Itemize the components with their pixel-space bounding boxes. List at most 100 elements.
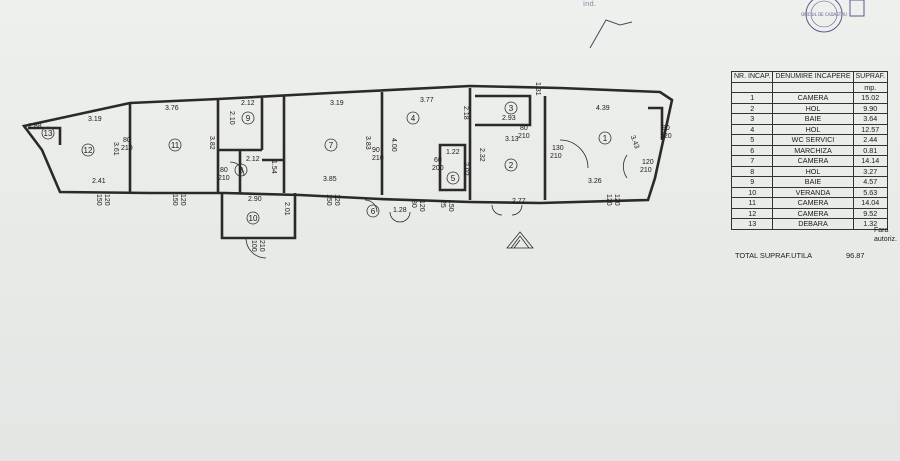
cell-no: 11 [730, 197, 774, 209]
door-arc-4 [245, 237, 267, 259]
win-120-f: 120 [613, 194, 620, 206]
room-number-11: 11 [171, 141, 180, 150]
cell-name: HOL [772, 165, 854, 177]
cell-no: 10 [730, 186, 774, 198]
dim-4-39: 4.39 [596, 105, 610, 112]
handwritten-mark [589, 19, 633, 49]
cell-name: BAIE [772, 113, 854, 125]
dim-2-32: 2.32 [478, 148, 485, 162]
room-number-13: 13 [44, 129, 53, 138]
win-150-a: 150 [95, 194, 102, 206]
cell-no: 12 [730, 207, 774, 219]
cell-no: 2 [730, 102, 774, 114]
cadastre-stamp: OFICIUL DE CADASTRU [801, 0, 865, 33]
stair [506, 231, 534, 249]
cell-name: MARCHIZA [772, 144, 854, 156]
table-unit-row: mp. [730, 81, 889, 93]
win-150-d: 150 [447, 200, 454, 212]
dim-3-83: 3.83 [364, 136, 371, 150]
door-120: 120 [642, 159, 654, 166]
door-210-b: 210 [218, 175, 230, 182]
cell-name: CAMERA [772, 92, 854, 104]
header-nr: NR. INCAP. [730, 71, 774, 83]
wall-3 [475, 94, 532, 127]
room-numbers: 1 2 3 4 5 6 7 8 9 10 11 12 13 [41, 101, 612, 225]
win-80: 80 [410, 200, 417, 208]
dim-1-31: 1.31 [534, 82, 541, 96]
door-210-g: 210 [258, 240, 265, 252]
cell-name: HOL [772, 123, 854, 135]
dim-2-93: 2.93 [502, 115, 516, 122]
cell-name: VERANDA [772, 186, 854, 198]
wall-13 [28, 126, 62, 145]
dim-2-01: 2.01 [283, 202, 290, 216]
dim-2-12a: 2.12 [241, 100, 255, 107]
win-150-c: 150 [325, 194, 332, 206]
table-header: NR. INCAP. DENUMIRE INCAPERE SUPRAF. [730, 71, 889, 83]
wall-9-7 [218, 98, 284, 193]
dim-1-54: 1.54 [270, 160, 277, 174]
window-bay [648, 106, 664, 140]
cell-no: 4 [730, 123, 774, 135]
dim-3-85: 3.85 [323, 176, 337, 183]
dim-2-90: 2.90 [248, 196, 262, 203]
dim-3-19a: 3.19 [88, 116, 102, 123]
room-number-5: 5 [451, 174, 456, 183]
cell-area: 3.27 [852, 165, 889, 177]
door-210-e: 210 [550, 153, 562, 160]
cell-name: BAIE [772, 176, 854, 188]
header-name: DENUMIRE INCAPERE [772, 71, 854, 83]
cell-name: CAMERA [772, 207, 854, 219]
door-210-c: 210 [372, 155, 384, 162]
cell-name: HOL [772, 102, 854, 114]
door-60: 60 [434, 157, 442, 164]
door-210-d: 210 [518, 133, 530, 140]
cell-area: 1.32 [852, 218, 889, 230]
door-80-c: 80 [520, 125, 528, 132]
cell-area: 2.44 [852, 134, 889, 146]
door-200: 200 [432, 165, 444, 172]
dim-2-02: 2.02 [462, 162, 469, 176]
cell-name: CAMERA [772, 155, 854, 167]
room-number-8: 8 [239, 166, 244, 175]
cell-no: 13 [730, 218, 774, 230]
room-number-6: 6 [371, 207, 376, 216]
room-number-3: 3 [509, 104, 514, 113]
handwritten-note: ind. [583, 0, 597, 8]
win-25: 25 [439, 200, 446, 208]
door-arc-3 [229, 161, 245, 177]
door-arc-6 [491, 204, 523, 216]
dim-4-00: 4.00 [390, 138, 397, 152]
door-arc-2 [623, 154, 628, 179]
door-80-a: 80 [123, 137, 131, 144]
door-130: 130 [552, 145, 564, 152]
cell-area: 4.57 [852, 176, 889, 188]
cell-no: 3 [730, 113, 774, 125]
cell-area: 15.02 [852, 92, 889, 104]
dim-2-77: 2.77 [512, 198, 526, 205]
room-number-10: 10 [249, 214, 258, 223]
cell-no: 9 [730, 176, 774, 188]
dim-1-28: 1.28 [393, 207, 407, 214]
room-number-9: 9 [246, 114, 251, 123]
door-90-w: 90 [662, 125, 670, 132]
door-labels: 80 210 80 210 90 210 60 200 80 210 130 2… [121, 125, 672, 252]
door-arc-1 [559, 139, 589, 169]
cell-area: 9.90 [852, 102, 889, 114]
veranda [220, 193, 297, 240]
cell-name: CAMERA [772, 197, 854, 209]
win-150-b: 150 [171, 194, 178, 206]
dim-1-22: 1.22 [446, 149, 460, 156]
win-120-b: 120 [179, 194, 186, 206]
room-number-1: 1 [603, 134, 608, 143]
total-value: 96.87 [846, 251, 865, 260]
